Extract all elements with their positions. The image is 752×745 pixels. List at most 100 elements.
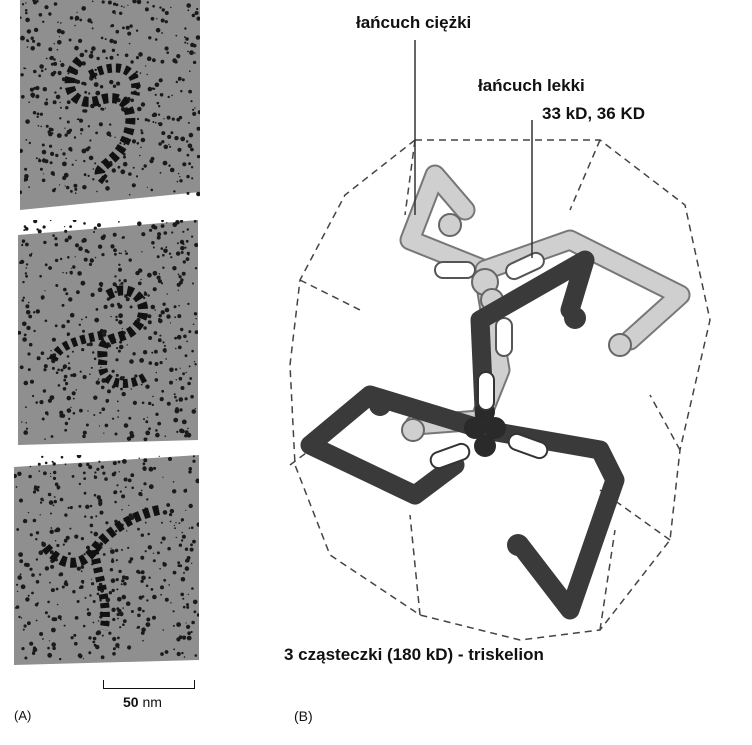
- stain-dot: [112, 617, 116, 622]
- stain-dot: [30, 36, 34, 40]
- stain-dot: [91, 27, 94, 30]
- stain-dot: [65, 106, 69, 110]
- stain-dot: [21, 421, 23, 423]
- stain-dot: [68, 38, 72, 42]
- stain-dot: [168, 164, 171, 167]
- stain-dot: [80, 570, 83, 573]
- stain-dot: [62, 161, 67, 167]
- stain-dot: [109, 55, 114, 60]
- stain-dot: [143, 164, 147, 168]
- stain-dot: [16, 583, 19, 586]
- stain-dot: [26, 29, 32, 34]
- stain-dot: [116, 607, 120, 611]
- stain-dot: [118, 320, 123, 325]
- stain-dot: [116, 612, 120, 617]
- stain-dot: [147, 545, 152, 550]
- stain-dot: [54, 187, 57, 190]
- stain-dot: [83, 222, 86, 225]
- stain-dot: [122, 236, 125, 239]
- stain-dot: [125, 252, 128, 255]
- stain-dot: [124, 576, 129, 580]
- stain-dot: [140, 555, 145, 560]
- stain-dot: [182, 635, 187, 640]
- stain-dot: [137, 106, 142, 112]
- stain-dot: [138, 52, 143, 57]
- stain-dot: [184, 246, 187, 249]
- stain-dot: [169, 367, 174, 373]
- stain-dot: [116, 484, 119, 487]
- stain-dot: [35, 531, 40, 535]
- stain-dot: [42, 225, 46, 229]
- stain-dot: [47, 646, 50, 650]
- light-chain-label: łańcuch lekki: [478, 76, 585, 95]
- stain-dot: [117, 636, 120, 640]
- stain-dot: [195, 478, 199, 484]
- stain-dot: [60, 62, 65, 68]
- stain-dot: [120, 252, 122, 255]
- stain-dot: [158, 142, 162, 146]
- stain-dot: [120, 583, 123, 586]
- stain-dot: [52, 646, 56, 651]
- stain-dot: [175, 80, 178, 84]
- stain-dot: [84, 515, 87, 518]
- stain-dot: [131, 486, 134, 490]
- stain-dot: [27, 594, 30, 597]
- stain-dot: [93, 395, 98, 400]
- stain-dot: [180, 386, 185, 390]
- stain-dot: [94, 162, 97, 165]
- stain-dot: [53, 61, 58, 66]
- stain-dot: [96, 190, 98, 193]
- stain-dot: [100, 366, 102, 368]
- stain-dot: [181, 271, 186, 276]
- stain-dot: [109, 568, 114, 572]
- stain-dot: [81, 318, 83, 321]
- stain-dot: [50, 564, 55, 569]
- stain-dot: [118, 252, 121, 254]
- stain-dot: [52, 462, 56, 466]
- stain-dot: [38, 13, 43, 17]
- stain-dot: [110, 244, 115, 249]
- stain-dot: [155, 371, 157, 374]
- stain-dot: [82, 582, 84, 585]
- stain-dot: [80, 537, 84, 541]
- stain-dot: [19, 559, 24, 564]
- stain-dot: [191, 587, 194, 590]
- stain-dot: [141, 575, 146, 581]
- stain-dot: [147, 314, 152, 319]
- stain-dot: [130, 98, 134, 103]
- stain-dot: [45, 98, 48, 101]
- stain-dot: [35, 85, 40, 91]
- stain-dot: [128, 193, 131, 196]
- stain-dot: [190, 166, 194, 169]
- stain-dot: [45, 57, 48, 60]
- stain-dot: [158, 455, 160, 457]
- stain-dot: [174, 316, 177, 319]
- stain-dot: [138, 595, 143, 600]
- stain-dot: [38, 158, 41, 160]
- stain-dot: [185, 239, 189, 243]
- stain-dot: [121, 494, 126, 499]
- stain-dot: [181, 78, 185, 82]
- stain-dot: [91, 0, 94, 3]
- stain-dot: [81, 348, 85, 352]
- stain-dot: [28, 342, 33, 347]
- stain-dot: [92, 168, 95, 170]
- stain-dot: [148, 427, 151, 431]
- stain-dot: [89, 523, 94, 528]
- stain-dot: [129, 305, 133, 309]
- stain-dot: [170, 131, 174, 135]
- stain-dot: [163, 118, 165, 120]
- stain-dot: [178, 397, 184, 402]
- stain-dot: [143, 458, 148, 463]
- stain-dot: [82, 329, 85, 333]
- scale-bar-value: 50: [123, 694, 139, 710]
- stain-dot: [140, 489, 143, 492]
- stain-dot: [144, 118, 148, 122]
- stain-dot: [102, 553, 106, 556]
- stain-dot: [158, 113, 161, 116]
- stain-dot: [159, 397, 164, 402]
- stain-dot: [67, 235, 72, 240]
- stain-dot: [194, 107, 196, 109]
- stain-dot: [158, 318, 161, 321]
- stain-dot: [88, 262, 93, 266]
